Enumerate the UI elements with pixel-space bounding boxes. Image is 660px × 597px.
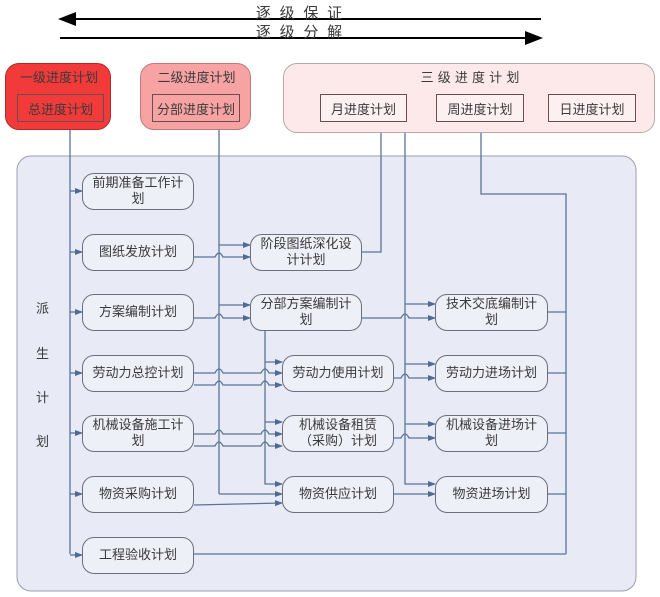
- material-entry-plan-node[interactable]: 物资进场计划: [435, 476, 548, 513]
- material-supply-plan-node[interactable]: 物资供应计划: [282, 476, 394, 513]
- labor-entry-plan-node[interactable]: 劳动力进场计划: [435, 355, 548, 392]
- downward-decompose-label: 逐 级 分 解: [255, 23, 345, 41]
- acceptance-plan-node[interactable]: 工程验收计划: [82, 537, 194, 574]
- sub-scheme-to-briefing-arrow: [362, 313, 436, 321]
- labor-control-to-usage-arrow: [194, 368, 283, 376]
- rental-to-equipment-entry-arrow: [394, 433, 436, 441]
- scheme-preparation-plan-node[interactable]: 方案编制计划: [82, 294, 194, 331]
- labor-usage-plan-node[interactable]: 劳动力使用计划: [282, 355, 394, 392]
- monthly-schedule-box[interactable]: 月进度计划: [320, 94, 407, 122]
- daily-schedule-box[interactable]: 日进度计划: [548, 94, 636, 122]
- stage-to-monthly-arrow: [362, 122, 384, 253]
- connectors: [69, 122, 567, 558]
- material-procurement-plan-node[interactable]: 物资采购计划: [82, 476, 194, 513]
- derived-side-label-1: 派: [36, 302, 50, 317]
- sub-schedule-box[interactable]: 分部进度计划: [152, 94, 240, 122]
- upward-guarantee-arrow: [58, 12, 541, 26]
- equipment-rental-plan-node[interactable]: 机械设备租赁（采购）计划: [282, 415, 394, 452]
- derived-side-label-4: 划: [36, 435, 50, 450]
- equipment-entry-plan-node[interactable]: 机械设备进场计划: [435, 415, 548, 452]
- scheme-to-sub-scheme-arrow: [194, 313, 251, 321]
- technical-briefing-plan-node[interactable]: 技术交底编制计划: [435, 294, 548, 331]
- collector-to-weekly-arrow: [478, 122, 567, 554]
- sub-scheme-trunk-line: [264, 331, 283, 487]
- level1-group: 一级进度计划: [5, 63, 111, 130]
- master-schedule-box[interactable]: 总进度计划: [17, 94, 104, 122]
- equipment-to-rental-arrow-2: [194, 441, 283, 449]
- level1-title: 一级进度计划: [19, 71, 98, 86]
- derived-side-label-3: 计: [36, 391, 50, 406]
- weekly-schedule-box[interactable]: 周进度计划: [436, 94, 524, 122]
- labor-usage-to-entry-arrow: [394, 373, 436, 381]
- downward-decompose-arrow: [60, 31, 543, 45]
- upward-guarantee-label: 逐 级 保 证: [255, 4, 345, 22]
- procurement-to-supply-arrow: [193, 500, 283, 507]
- level2-group: 二级进度计划: [140, 63, 251, 130]
- equipment-to-rental-arrow: [194, 429, 283, 437]
- drawing-issue-plan-node[interactable]: 图纸发放计划: [82, 234, 194, 271]
- equipment-construction-plan-node[interactable]: 机械设备施工计划: [82, 415, 194, 452]
- stage-drawing-design-plan-node[interactable]: 阶段图纸深化设计计划: [250, 234, 362, 271]
- sub-scheme-plan-node[interactable]: 分部方案编制计划: [250, 294, 362, 331]
- labor-control-plan-node[interactable]: 劳动力总控计划: [82, 355, 194, 392]
- level3-title: 三 级 进 度 计 划: [420, 71, 520, 86]
- monthly-trunk-line: [404, 122, 436, 487]
- derived-side-label-2: 生: [36, 347, 50, 362]
- labor-control-to-usage-arrow-2: [194, 380, 283, 388]
- drawing-to-stage-arrow: [194, 252, 251, 260]
- preparation-plan-node[interactable]: 前期准备工作计划: [82, 173, 194, 210]
- level2-title: 二级进度计划: [157, 71, 236, 86]
